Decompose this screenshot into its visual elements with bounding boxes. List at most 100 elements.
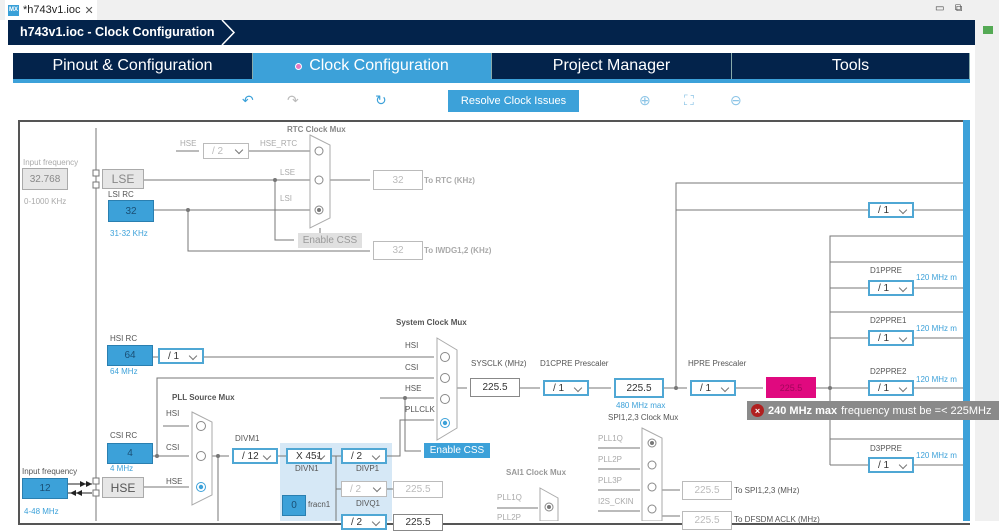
divq1-label: DIVQ1 — [356, 499, 381, 508]
d2ppre2-label: D2PPRE2 — [870, 367, 907, 376]
spi-output-value: 225.5 — [682, 481, 732, 500]
divn1-label: DIVN1 — [295, 464, 319, 473]
sys-csi-label: CSI — [405, 363, 419, 372]
rtc-clock-mux-title: RTC Clock Mux — [287, 125, 346, 134]
active-dot-icon — [295, 62, 303, 70]
redo-icon[interactable]: ↷ — [287, 92, 299, 108]
to-rtc-label: To RTC (KHz) — [424, 176, 475, 185]
spi-input-pll1q: PLL1Q — [598, 434, 623, 443]
undo-icon[interactable]: ↶ — [242, 92, 254, 108]
sysclk-label: SYSCLK (MHz) — [471, 359, 527, 368]
d3ppre-dropdown[interactable]: / 1 — [868, 457, 914, 473]
lsi-range-label: 31-32 KHz — [110, 229, 148, 238]
d1ppre-label: D1PPRE — [870, 266, 903, 275]
right-side-panel: ▭ ⧉ — [935, 0, 999, 521]
divq1-output-value: 225.5 — [393, 481, 443, 498]
breadcrumb-chevron-icon — [221, 20, 236, 45]
lsi-rc-label: LSI RC — [108, 190, 134, 199]
hse-range-label: 4-48 MHz — [24, 507, 59, 516]
minimize-icon[interactable]: ▭ — [935, 3, 945, 14]
d1cpre-label: D1CPRE Prescaler — [540, 359, 609, 368]
d1cpre-output-value[interactable]: 225.5 — [614, 378, 664, 398]
vertical-scrollbar[interactable] — [963, 120, 970, 521]
hpre-dropdown[interactable]: / 1 — [690, 380, 736, 396]
restore-icon[interactable]: ⧉ — [955, 3, 963, 14]
hse-rtc-divider-dropdown[interactable]: / 2 — [203, 143, 249, 159]
resolve-clock-issues-button[interactable]: Resolve Clock Issues — [448, 90, 579, 112]
hse-source: HSE — [102, 477, 144, 498]
tab-tools[interactable]: Tools — [732, 53, 970, 79]
hse-input-frequency-field[interactable]: 12 — [22, 478, 68, 499]
tab-label: Clock Configuration — [309, 57, 449, 74]
d1ppre-dropdown[interactable]: / 1 — [868, 280, 914, 296]
sys-enable-css-button[interactable]: Enable CSS — [424, 443, 490, 458]
fracn1-value[interactable]: 0 — [282, 495, 306, 516]
spi-clock-mux-title: SPI1,2,3 Clock Mux — [608, 413, 679, 422]
file-tab[interactable]: MX *h743v1.ioc ✕ — [5, 0, 97, 20]
zoom-out-icon[interactable]: ⊖ — [730, 92, 742, 108]
sysclk-value[interactable]: 225.5 — [470, 378, 520, 397]
tooltip-text: frequency must be =< 225MHz — [841, 404, 992, 417]
lse-range-label: 0-1000 KHz — [24, 197, 67, 206]
tooltip-bold: 240 MHz max — [768, 404, 838, 417]
to-spi-label: To SPI1,2,3 (MHz) — [734, 486, 800, 495]
hse-rtc-label: HSE_RTC — [260, 139, 298, 148]
mx-logo-icon: MX — [8, 4, 19, 16]
spi-input-pll2p: PLL2P — [598, 455, 623, 464]
close-icon[interactable]: ✕ — [84, 4, 94, 17]
d3ppre-max-label: 120 MHz m — [916, 451, 957, 460]
breadcrumb[interactable]: h743v1.ioc - Clock Configuration — [20, 25, 215, 39]
csi-range-label: 4 MHz — [110, 464, 134, 473]
divp1-dropdown[interactable]: / 2 — [341, 448, 387, 464]
hsi-rc-value[interactable]: 64 — [107, 345, 153, 366]
pll-csi-label: CSI — [166, 443, 180, 452]
panel-icon[interactable] — [983, 26, 993, 34]
error-icon: × — [751, 404, 764, 417]
top-divider-dropdown[interactable]: / 1 — [868, 202, 914, 218]
d1ppre-max-label: 120 MHz m — [916, 273, 957, 282]
rtc-enable-css-button[interactable]: Enable CSS — [298, 233, 362, 248]
hclk-value-error[interactable]: 225.5 — [766, 377, 816, 398]
d3ppre-label: D3PPRE — [870, 444, 903, 453]
divp1-label: DIVP1 — [356, 464, 380, 473]
lse-input-frequency-field[interactable]: 32.768 — [22, 168, 68, 190]
lse-source: LSE — [102, 169, 144, 189]
pll-source-mux-title: PLL Source Mux — [172, 393, 235, 402]
d1cpre-dropdown[interactable]: / 1 — [543, 380, 589, 396]
sai-input-pll2p: PLL2P — [497, 513, 522, 522]
error-tooltip: × 240 MHz max frequency must be =< 225MH… — [747, 401, 999, 420]
zoom-in-icon[interactable]: ⊕ — [639, 92, 651, 108]
tab-project-manager[interactable]: Project Manager — [492, 53, 732, 79]
sys-pllclk-label: PLLCLK — [405, 405, 435, 414]
divq1-dropdown[interactable]: / 2 — [341, 481, 387, 497]
csi-rc-label: CSI RC — [110, 431, 138, 440]
divr1-dropdown[interactable]: / 2 — [341, 514, 387, 530]
d2ppre2-dropdown[interactable]: / 1 — [868, 380, 914, 396]
to-dfsdm-label: To DFSDM ACLK (MHz) — [734, 515, 820, 524]
tab-clock-configuration[interactable]: Clock Configuration — [253, 53, 492, 79]
refresh-icon[interactable]: ↻ — [375, 92, 387, 108]
d1cpre-max-label: 480 MHz max — [616, 401, 666, 410]
lsi-rc-value[interactable]: 32 — [108, 200, 154, 222]
divm1-dropdown[interactable]: / 12 — [232, 448, 278, 464]
sai-input-pll1q: PLL1Q — [497, 493, 522, 502]
file-tab-label: *h743v1.ioc — [23, 4, 81, 16]
fit-icon[interactable]: ⛶ — [684, 92, 694, 108]
lse-input-frequency-label: Input frequency — [23, 158, 79, 167]
sai1-clock-mux-title: SAI1 Clock Mux — [506, 468, 567, 477]
divn1-dropdown[interactable]: X 451 — [286, 448, 332, 464]
d2ppre1-dropdown[interactable]: / 1 — [868, 330, 914, 346]
hsi-divider-dropdown[interactable]: / 1 — [158, 348, 204, 364]
tab-pinout-configuration[interactable]: Pinout & Configuration — [13, 53, 253, 79]
d2ppre2-max-label: 120 MHz m — [916, 375, 957, 384]
rtc-lsi-label: LSI — [280, 194, 293, 203]
to-iwdg-label: To IWDG1,2 (KHz) — [424, 246, 492, 255]
d2ppre1-max-label: 120 MHz m — [916, 324, 957, 333]
divm1-label: DIVM1 — [235, 434, 260, 443]
pll-hse-label: HSE — [166, 477, 183, 486]
rtc-output-value: 32 — [373, 170, 423, 190]
hpre-label: HPRE Prescaler — [688, 359, 747, 368]
csi-rc-value[interactable]: 4 — [107, 443, 153, 464]
hse-input-frequency-label: Input frequency — [22, 467, 78, 476]
